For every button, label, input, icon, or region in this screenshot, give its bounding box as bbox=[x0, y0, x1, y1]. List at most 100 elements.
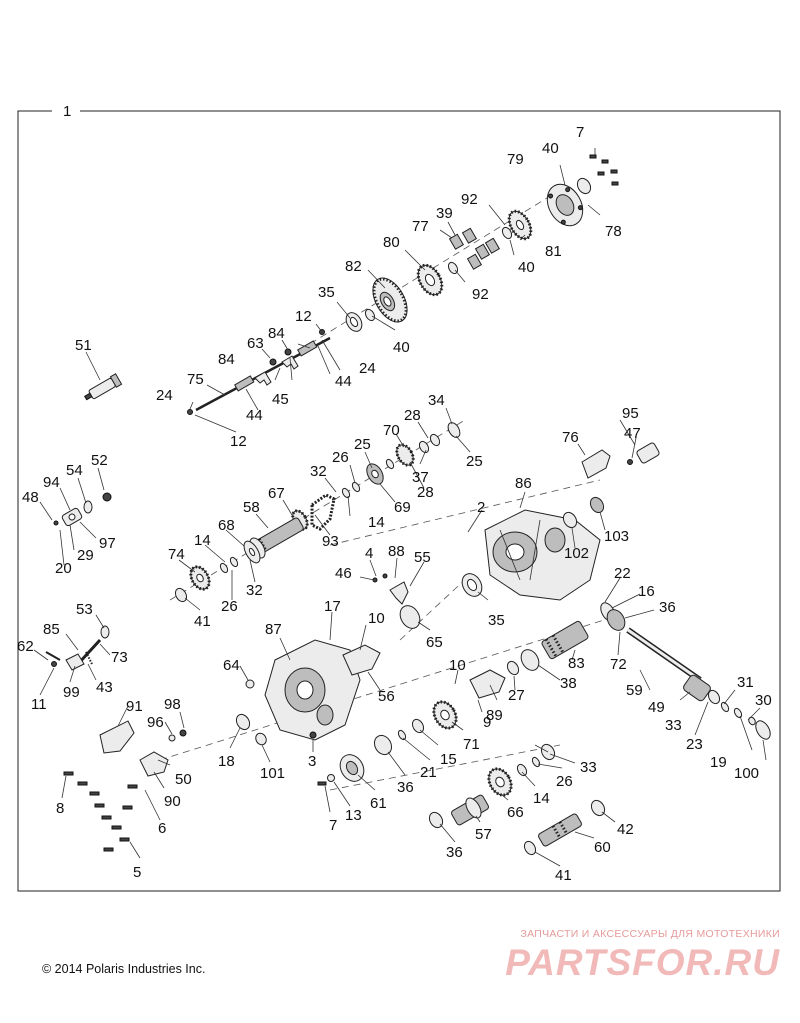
seal-group-52 bbox=[53, 492, 112, 527]
assembly-frame bbox=[17, 110, 781, 892]
callout-80: 80 bbox=[383, 234, 400, 251]
callout-7: 7 bbox=[576, 124, 584, 141]
callout-7: 7 bbox=[329, 817, 337, 834]
callout-14: 14 bbox=[368, 514, 385, 531]
callout-23: 23 bbox=[686, 736, 703, 753]
shaft-57 bbox=[428, 794, 489, 829]
callout-95: 95 bbox=[622, 405, 639, 422]
callout-90: 90 bbox=[164, 793, 181, 810]
callout-83: 83 bbox=[568, 655, 585, 672]
callout-21: 21 bbox=[420, 764, 437, 781]
callout-42: 42 bbox=[617, 821, 634, 838]
callout-33: 33 bbox=[665, 717, 682, 734]
callout-9: 9 bbox=[483, 714, 491, 731]
callout-77: 77 bbox=[412, 218, 429, 235]
gear-stack-71 bbox=[373, 700, 458, 756]
callout-81: 81 bbox=[545, 243, 562, 260]
callout-89: 89 bbox=[486, 707, 503, 724]
callout-38: 38 bbox=[560, 675, 577, 692]
callout-3: 3 bbox=[308, 753, 316, 770]
callout-40: 40 bbox=[393, 339, 410, 356]
callout-18: 18 bbox=[218, 753, 235, 770]
callout-103: 103 bbox=[604, 528, 629, 545]
linkage-group-85 bbox=[45, 625, 110, 671]
callout-32: 32 bbox=[310, 463, 327, 480]
callout-20: 20 bbox=[55, 560, 72, 577]
callout-74: 74 bbox=[168, 546, 185, 563]
callout-40: 40 bbox=[542, 140, 559, 157]
callout-35: 35 bbox=[318, 284, 335, 301]
housing-86 bbox=[484, 509, 601, 601]
callout-58: 58 bbox=[243, 499, 260, 516]
fastener-group bbox=[63, 771, 138, 852]
watermark-tagline: ЗАПЧАСТИ И АКСЕССУАРЫ ДЛЯ МОТОТЕХНИКИ bbox=[520, 928, 780, 940]
callout-51: 51 bbox=[75, 337, 92, 354]
callout-65: 65 bbox=[426, 634, 443, 651]
callout-75: 75 bbox=[187, 371, 204, 388]
callout-86: 86 bbox=[515, 475, 532, 492]
callout-84: 84 bbox=[218, 351, 235, 368]
callout-91: 91 bbox=[126, 698, 143, 715]
callout-26: 26 bbox=[332, 449, 349, 466]
callout-64: 64 bbox=[223, 657, 240, 674]
watermark-logo: PARTSFOR.RU bbox=[505, 942, 780, 983]
callout-39: 39 bbox=[436, 205, 453, 222]
callout-2: 2 bbox=[477, 499, 485, 516]
callout-94: 94 bbox=[43, 474, 60, 491]
callout-69: 69 bbox=[394, 499, 411, 516]
input-shaft-cluster bbox=[174, 422, 461, 603]
callout-13: 13 bbox=[345, 807, 362, 824]
callout-88: 88 bbox=[388, 543, 405, 560]
front-output-shaft bbox=[600, 602, 771, 740]
callout-35: 35 bbox=[488, 612, 505, 629]
callout-67: 67 bbox=[268, 485, 285, 502]
callout-31: 31 bbox=[737, 674, 754, 691]
callout-96: 96 bbox=[147, 714, 164, 731]
callout-11: 11 bbox=[31, 696, 47, 713]
callout-49: 49 bbox=[648, 699, 665, 716]
callout-71: 71 bbox=[463, 736, 480, 753]
callout-55: 55 bbox=[414, 549, 431, 566]
callout-43: 43 bbox=[96, 679, 113, 696]
leader-lines bbox=[33, 148, 767, 867]
callout-56: 56 bbox=[378, 688, 395, 705]
callout-29: 29 bbox=[77, 547, 94, 564]
callout-53: 53 bbox=[76, 601, 93, 618]
assembly-label: 1 bbox=[63, 103, 71, 120]
callout-26: 26 bbox=[221, 598, 238, 615]
callout-50: 50 bbox=[175, 771, 192, 788]
callout-32: 32 bbox=[246, 582, 263, 599]
callout-16: 16 bbox=[638, 583, 655, 600]
callout-15: 15 bbox=[440, 751, 457, 768]
callout-14: 14 bbox=[194, 532, 211, 549]
copyright-text: © 2014 Polaris Industries Inc. bbox=[42, 962, 206, 976]
callout-76: 76 bbox=[562, 429, 579, 446]
callout-70: 70 bbox=[383, 422, 400, 439]
callout-47: 47 bbox=[624, 425, 641, 442]
callout-19: 19 bbox=[710, 754, 727, 771]
callout-36: 36 bbox=[446, 844, 463, 861]
callout-101: 101 bbox=[260, 765, 285, 782]
callout-24: 24 bbox=[156, 387, 173, 404]
callout-44: 44 bbox=[335, 373, 352, 390]
output-gear-cluster bbox=[345, 154, 619, 332]
callout-labels: 1 7 40 79 78 39 92 77 81 80 40 82 92 35 … bbox=[17, 103, 772, 884]
callout-12: 12 bbox=[295, 308, 312, 325]
callout-68: 68 bbox=[218, 517, 235, 534]
callout-102: 102 bbox=[564, 545, 589, 562]
callout-8: 8 bbox=[56, 800, 64, 817]
callout-66: 66 bbox=[507, 804, 524, 821]
callout-84: 84 bbox=[268, 325, 285, 342]
cover-group-91 bbox=[99, 720, 187, 777]
callout-33: 33 bbox=[580, 759, 597, 776]
shaft-60 bbox=[523, 799, 606, 856]
callout-78: 78 bbox=[605, 223, 622, 240]
callout-4: 4 bbox=[365, 545, 373, 562]
callout-41: 41 bbox=[194, 613, 211, 630]
callout-46: 46 bbox=[335, 565, 352, 582]
callout-99: 99 bbox=[63, 684, 80, 701]
callout-24: 24 bbox=[359, 360, 376, 377]
studs bbox=[589, 154, 619, 186]
callout-28: 28 bbox=[417, 484, 434, 501]
callout-36: 36 bbox=[659, 599, 676, 616]
